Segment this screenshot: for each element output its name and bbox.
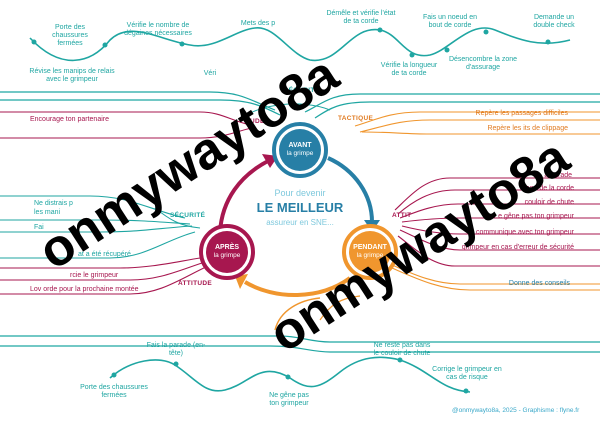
top-item-longueur: Vérifie la longueur de ta corde xyxy=(380,62,438,77)
right-item-clippage: Repère les its de clippage xyxy=(487,125,568,132)
node-avant-sub: la grimpe xyxy=(286,150,314,157)
node-pendant-label: PENDANT la grimpe xyxy=(348,244,392,260)
node-avant-title: AVANT xyxy=(288,142,312,149)
bottom-wave xyxy=(0,335,600,343)
category-attitude-right: ATTIT xyxy=(392,212,412,219)
right-item-communique: communique avec ton grimpeur xyxy=(475,229,574,236)
top-item-desencombre: Désencombre la zone d'assurage xyxy=(448,56,518,71)
top-item-veri: Véri xyxy=(203,70,217,77)
right-item-passages: Repère les passages difficiles xyxy=(475,110,568,117)
node-apres xyxy=(206,231,248,273)
top-item-double-check: Demande un double check xyxy=(533,14,575,29)
bottom-item-corrige: Corrige le grimpeur en cas de risque xyxy=(432,366,502,381)
bottom-item-parade: Fais la parade (en-tête) xyxy=(146,342,206,357)
top-item-demele: Démêle et vérifie l'état de ta corde xyxy=(326,10,396,25)
top-wave xyxy=(29,27,571,62)
left-item-recupere: at a été récupéré xyxy=(78,251,131,258)
top-item-degaines: Vérifie le nombre de dégaines nécessaire… xyxy=(124,22,192,37)
center-line1: Pour devenir xyxy=(274,188,326,198)
right-item-conseils: Donne des conseils xyxy=(508,280,570,287)
top-item-noeud: Fais un noeud en bout de corde xyxy=(422,14,478,29)
node-pendant-sub: la grimpe xyxy=(356,252,384,259)
left-item-manips: les mani xyxy=(34,209,61,216)
left-item-remercie: rcie le grimpeur xyxy=(70,272,119,279)
center-line3: assureur en SNE... xyxy=(266,218,334,227)
top-item-manips: Révise les manips de relais avec le grim… xyxy=(29,68,115,83)
node-avant xyxy=(279,129,321,171)
top-item-chaussures: Porte des chaussures fermées xyxy=(52,24,88,47)
top-item-mets: Mets des p xyxy=(240,20,276,27)
left-item-fai: Fai xyxy=(34,224,44,231)
right-item-parade: a parade xyxy=(544,172,572,179)
arc-apres-avant xyxy=(218,158,271,233)
node-apres-title: APRÈS xyxy=(214,244,240,251)
center-title: LE MEILLEUR xyxy=(256,200,344,215)
right-item-corde: age de la corde xyxy=(525,185,574,192)
category-securite-left: SÉCURITÉ xyxy=(170,212,206,219)
right-item-erreur: grimpeur en cas d'erreur de sécurité xyxy=(461,244,574,251)
right-item-couloir: couloir de chute xyxy=(524,199,574,206)
node-pendant xyxy=(349,231,391,273)
category-attitude-top: UDE xyxy=(250,118,265,125)
category-tactique: TACTIQUE xyxy=(338,115,374,122)
arc-pendant-apres xyxy=(243,276,352,298)
left-item-encourage: Encourage ton partenaire xyxy=(30,116,109,123)
node-apres-sub: la grimpe xyxy=(213,252,241,259)
node-avant-label: AVANT la grimpe xyxy=(280,142,320,158)
right-item-gene: e gêne pas ton grimpeur xyxy=(498,213,574,220)
credit-text: @onmywayto8a, 2025 - Graphisme : flyne.f… xyxy=(452,407,580,414)
node-pendant-title: PENDANT xyxy=(353,244,387,251)
arc-avant-pendant xyxy=(327,156,374,223)
category-attitude-bottom: ATTITUDE xyxy=(178,280,213,287)
node-apres-label: APRÈS la grimpe xyxy=(207,244,247,260)
bottom-item-gene: Ne gêne pas ton grimpeur xyxy=(269,392,309,407)
left-item-distrais: Ne distrais p xyxy=(34,200,73,207)
left-item-love: Lov orde pour la prochaine montée xyxy=(30,286,139,293)
category-securite-top: SÉCURITÉ xyxy=(284,87,320,94)
bottom-item-couloir: Ne reste pas dans le couloir de chute xyxy=(373,342,431,357)
bottom-item-chaussures: Porte des chaussures fermées xyxy=(80,384,148,399)
